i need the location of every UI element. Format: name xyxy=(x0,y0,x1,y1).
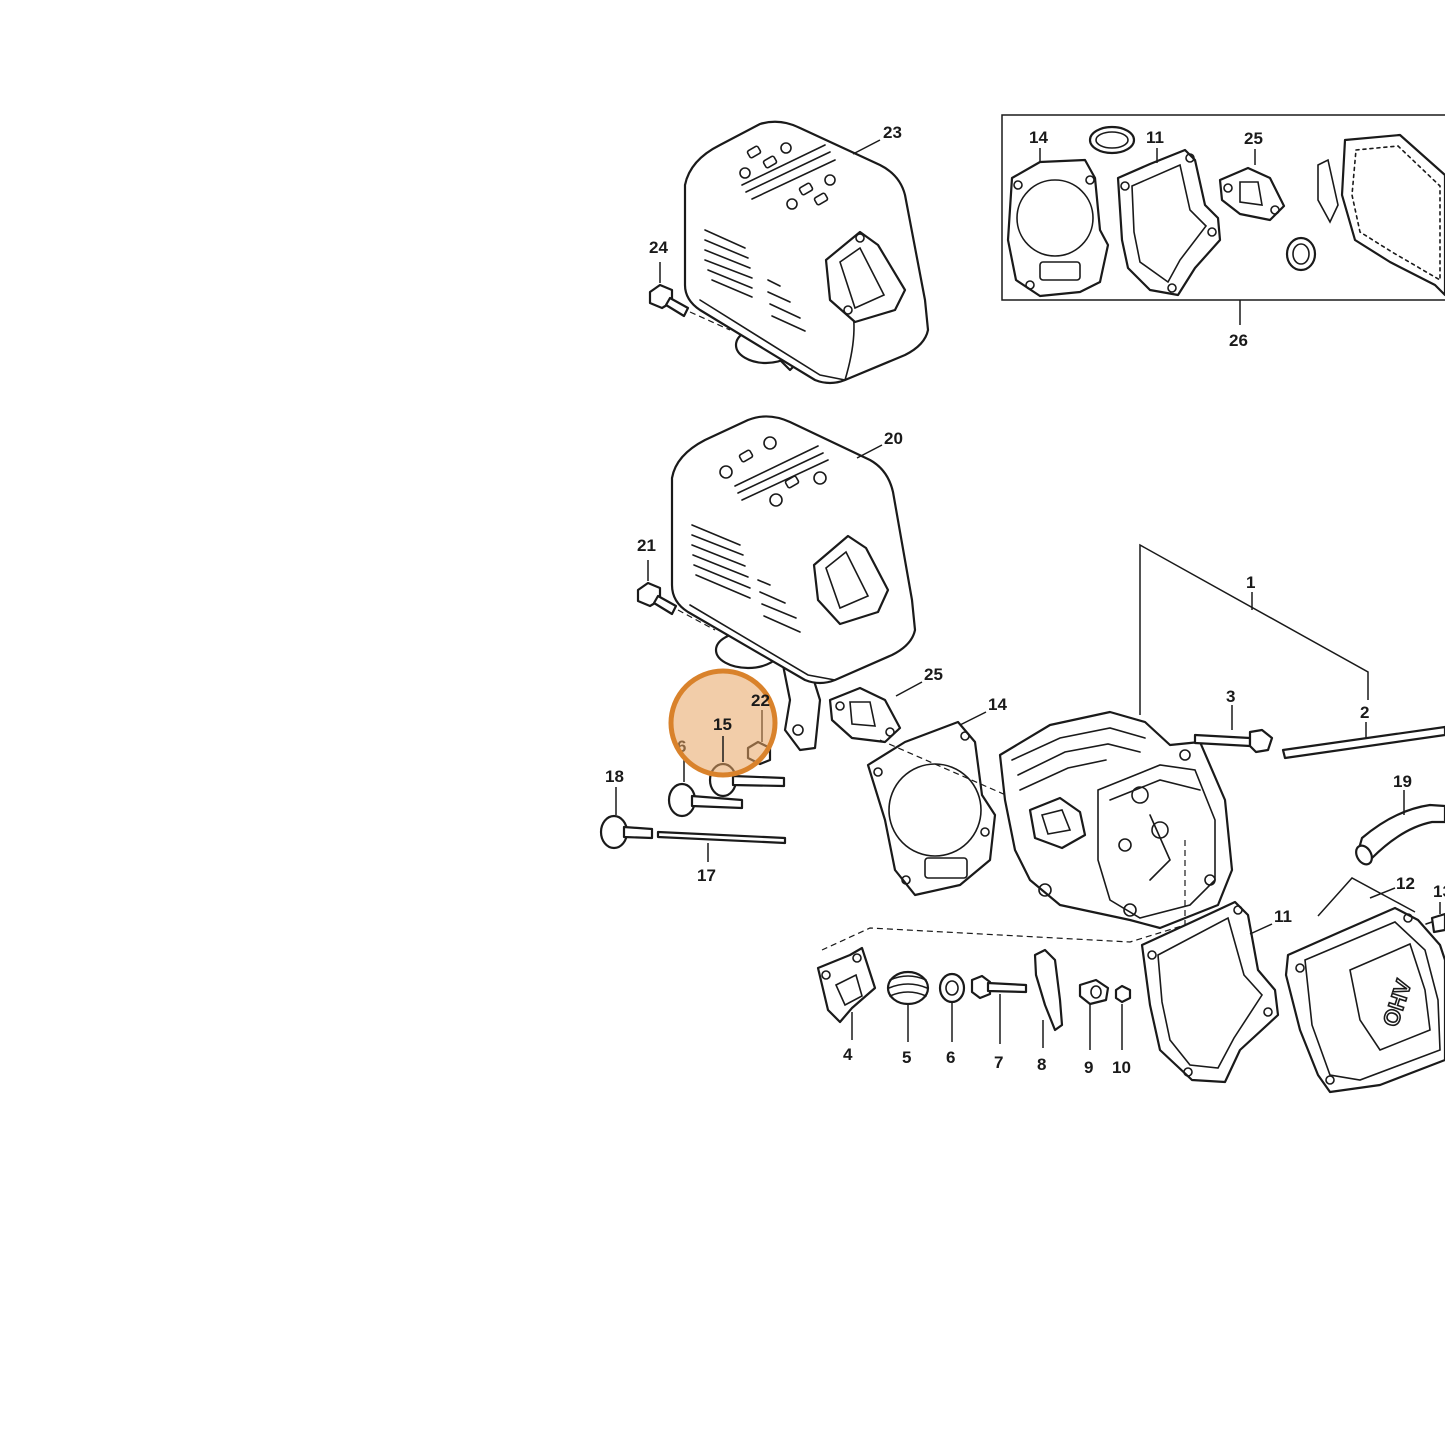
callout-17: 17 xyxy=(697,866,716,885)
callout-24: 24 xyxy=(649,238,668,257)
callout-13: 13 xyxy=(1433,882,1445,901)
pivot-9: 9 xyxy=(1078,978,1110,1077)
bolt-13: 13 xyxy=(1425,882,1445,934)
callout-1: 1 xyxy=(1246,573,1255,592)
bolt-3: 3 xyxy=(1193,687,1274,754)
callout-14-kit: 14 xyxy=(1029,128,1048,147)
callout-23: 23 xyxy=(883,123,902,142)
callout-3: 3 xyxy=(1226,687,1235,706)
callout-14: 14 xyxy=(988,695,1007,714)
callout-15: 15 xyxy=(713,715,732,734)
muffler-upper xyxy=(683,120,930,385)
valve-exhaust: 6 xyxy=(667,737,744,818)
rocker-arm-8: 8 xyxy=(1033,948,1064,1074)
callout-25-kit: 25 xyxy=(1244,129,1263,148)
rocker-guide-plate-4: 4 xyxy=(816,946,877,1064)
callout-22: 22 xyxy=(751,691,770,710)
callout-5: 5 xyxy=(902,1048,911,1067)
callout-10: 10 xyxy=(1112,1058,1131,1077)
callout-11: 11 xyxy=(1274,907,1292,926)
callout-9: 9 xyxy=(1084,1058,1093,1077)
gasket-kit-box: 14 11 25 26 xyxy=(1001,114,1445,350)
valve-spring-5: 5 xyxy=(886,970,930,1067)
callout-25: 25 xyxy=(924,665,943,684)
bolt-24: 24 xyxy=(648,238,731,331)
pushrod-17: 17 xyxy=(656,830,787,885)
pivot-bolt-7: 7 xyxy=(970,974,1028,1072)
stud-2: 2 xyxy=(1281,703,1445,760)
callout-11-kit: 11 xyxy=(1146,128,1164,147)
valve-cover-gasket-11: 11 xyxy=(1140,900,1292,1084)
callout-8: 8 xyxy=(1037,1055,1046,1074)
callout-18: 18 xyxy=(605,767,624,786)
callout-19: 19 xyxy=(1393,772,1412,791)
callout-12: 12 xyxy=(1396,874,1415,893)
callout-21: 21 xyxy=(637,536,656,555)
highlight-marker xyxy=(668,668,778,778)
callout-20: 20 xyxy=(884,429,903,448)
spring-retainer-6: 6 xyxy=(938,972,966,1067)
valve-cover-12: OHV 12 xyxy=(1284,874,1445,1094)
callout-2: 2 xyxy=(1360,703,1369,722)
bolt-21: 21 xyxy=(636,536,716,631)
valve-18: 18 xyxy=(599,767,654,850)
callout-6: 6 xyxy=(946,1048,955,1067)
gasket-25: 25 xyxy=(828,665,943,744)
cylinder-head xyxy=(998,710,1234,930)
callout-7: 7 xyxy=(994,1053,1003,1072)
callout-26: 26 xyxy=(1229,331,1248,350)
callout-4: 4 xyxy=(843,1045,853,1064)
muffler-lower xyxy=(670,415,917,752)
breather-tube-19: 19 xyxy=(1355,772,1445,866)
nut-10: 10 xyxy=(1112,984,1132,1077)
